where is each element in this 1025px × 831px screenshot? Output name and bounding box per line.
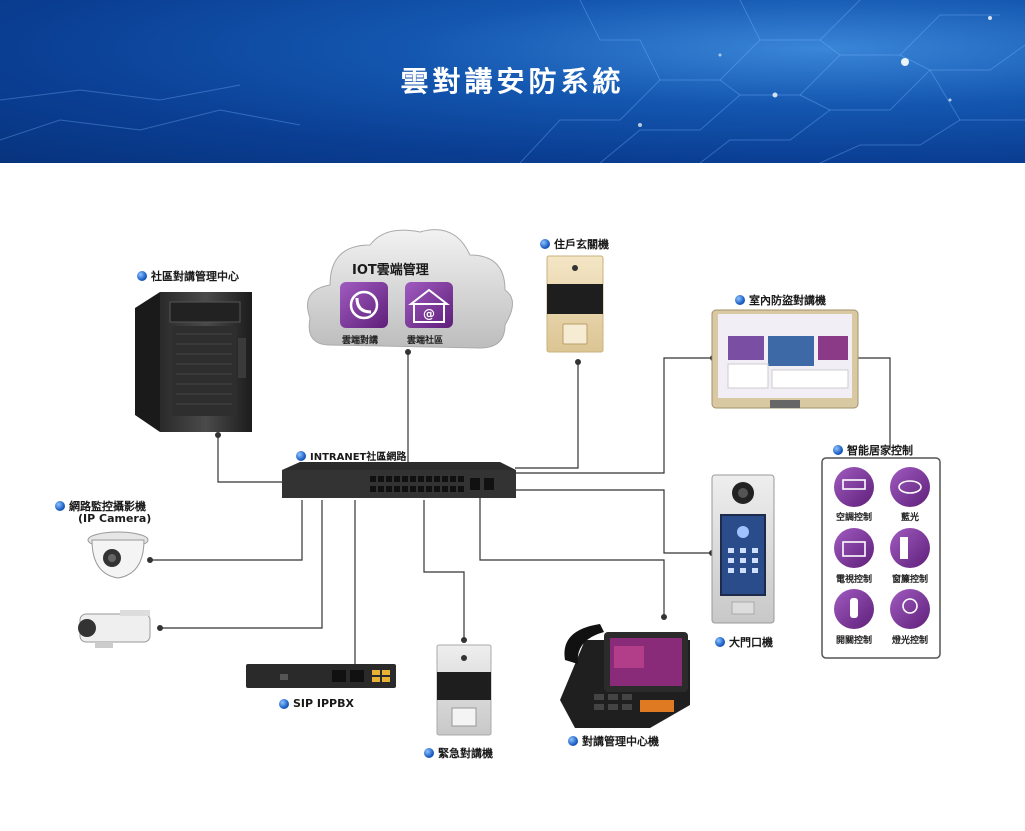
console-label: 對講管理中心機 <box>568 733 659 749</box>
cloud-community-label: 雲端社區 <box>407 336 444 346</box>
cloud-title: IOT雲端管理 <box>352 263 429 278</box>
sip-ippbx-icon <box>246 664 396 688</box>
tile-label-ac: 空調控制 <box>835 513 872 523</box>
label-bullet-icon <box>715 637 725 647</box>
page-title: 雲對講安防系統 <box>400 65 625 98</box>
tile-label-switch: 開關控制 <box>835 636 872 646</box>
label-bullet-icon <box>279 698 289 709</box>
label-bullet-icon <box>55 501 65 511</box>
svg-text:@: @ <box>423 307 435 321</box>
iot-cloud-icon: @ <box>307 229 513 349</box>
label-bullet-icon <box>568 736 578 746</box>
indoor-monitor-icon <box>711 309 859 409</box>
smart-home-panel <box>821 457 941 659</box>
dome-camera-icon <box>87 531 149 579</box>
tile-label-bluray: 藍光 <box>900 513 919 523</box>
header-banner: 雲對講安防系統 <box>0 0 1025 163</box>
label-bullet-icon <box>137 271 147 281</box>
ip-camera-label: 網路監控攝影機 <box>55 498 146 514</box>
door-unit-label: 住戶玄關機 <box>540 236 609 252</box>
console-phone-icon <box>560 624 690 728</box>
main-gate-unit-icon <box>711 474 775 624</box>
main-gate-label: 大門口機 <box>715 634 773 650</box>
label-bullet-icon <box>424 748 434 758</box>
door-unit-icon <box>546 255 604 353</box>
label-bullet-icon <box>540 239 550 249</box>
label-bullet-icon <box>833 445 843 455</box>
label-bullet-icon <box>735 295 745 305</box>
smart-home-label: 智能居家控制 <box>833 442 913 458</box>
bullet-camera-icon <box>78 610 151 648</box>
tile-label-light: 燈光控制 <box>891 636 928 646</box>
server-tower-icon <box>135 292 252 432</box>
smart-home-tile-icons <box>834 467 930 629</box>
cloud-intercom-label: 雲端對講 <box>342 336 379 346</box>
management-center-label: 社區對講管理中心 <box>137 268 239 284</box>
tile-label-tv: 電視控制 <box>835 575 872 585</box>
label-bullet-icon <box>296 450 306 461</box>
emergency-label: 緊急對講機 <box>424 745 493 761</box>
emergency-intercom-icon <box>436 644 492 736</box>
cloud-intercom-icon <box>340 282 388 328</box>
intranet-label: INTRANET社區網路 <box>296 448 406 463</box>
network-switch-icon <box>282 462 516 498</box>
indoor-monitor-label: 室內防盜對講機 <box>735 292 826 308</box>
tile-label-curtain: 窗簾控制 <box>891 575 928 585</box>
ip-camera-sub-label: (IP Camera) <box>78 512 152 525</box>
sip-ippbx-label: SIP IPPBX <box>279 697 354 710</box>
banner-hex-pattern <box>0 0 1025 163</box>
